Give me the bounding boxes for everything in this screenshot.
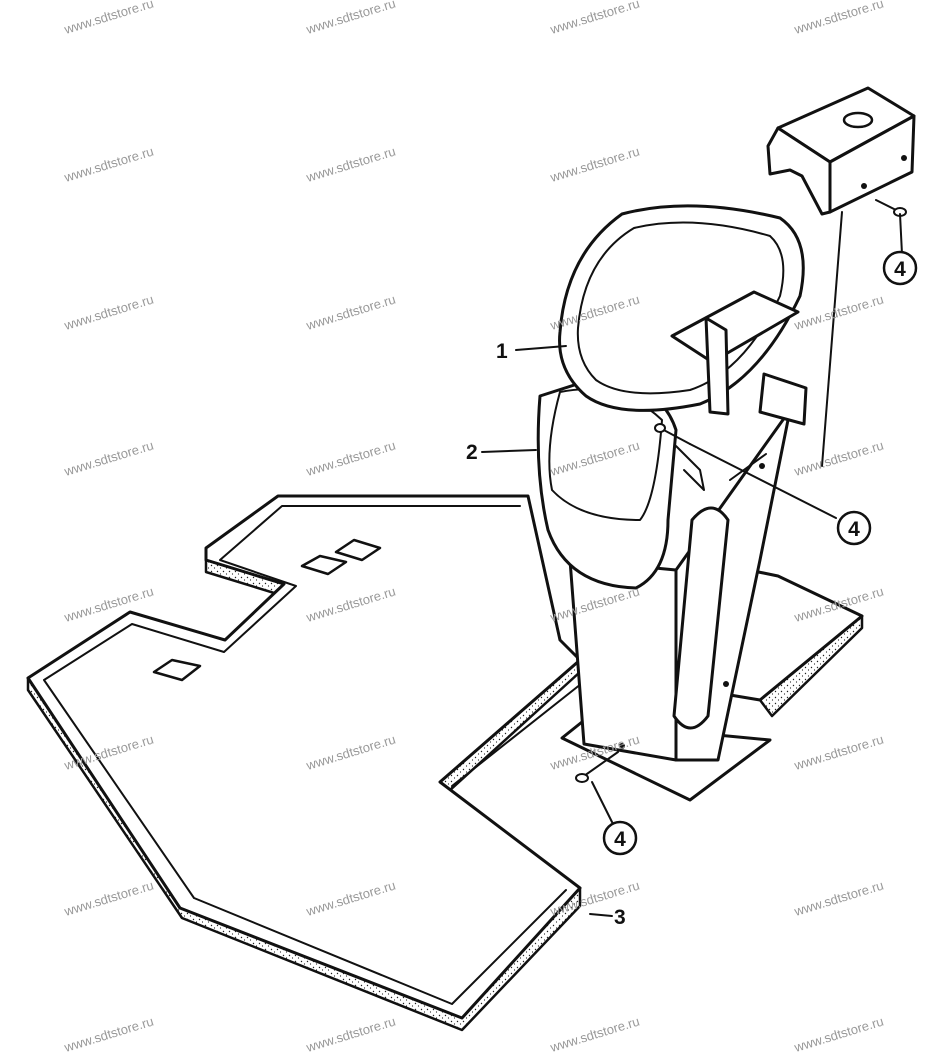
watermark: www.sdtstore.ru (792, 877, 886, 919)
bezel-ring-outer (558, 204, 805, 412)
callout-label-4-middle: 4 (848, 518, 860, 541)
bezel-ring-inner (576, 221, 785, 395)
floor-mat-border (43, 505, 587, 1005)
watermark: www.sdtstore.ru (62, 1013, 156, 1055)
watermark: www.sdtstore.ru (62, 291, 156, 333)
floor-mat (26, 494, 587, 1032)
floor-mat-top (26, 494, 582, 1020)
leader-lines (481, 213, 903, 917)
top-cover-side (828, 114, 916, 214)
top-cover-front (766, 126, 832, 216)
callout-4-bottom: 4 (602, 820, 638, 856)
top-cover (766, 86, 916, 467)
callout-4-top: 4 (882, 250, 918, 286)
watermark: www.sdtstore.ru (304, 0, 398, 37)
watermark: www.sdtstore.ru (304, 291, 398, 333)
watermark: www.sdtstore.ru (304, 437, 398, 479)
watermark: www.sdtstore.ru (548, 143, 642, 185)
pedestal-bracket (670, 290, 808, 491)
callout-label-3: 3 (614, 906, 626, 929)
watermark: www.sdtstore.ru (792, 731, 886, 773)
callout-label-1: 1 (496, 340, 508, 363)
screw-bottom (575, 751, 619, 783)
screw-middle (654, 423, 691, 445)
pedestal-column (560, 408, 792, 802)
watermark: www.sdtstore.ru (304, 143, 398, 185)
watermark: www.sdtstore.ru (304, 1013, 398, 1055)
watermark: www.sdtstore.ru (62, 437, 156, 479)
watermark: www.sdtstore.ru (62, 877, 156, 919)
bezel-ring (558, 204, 805, 412)
watermark: www.sdtstore.ru (62, 143, 156, 185)
watermark: www.sdtstore.ru (792, 291, 886, 333)
top-cover-hole (842, 111, 874, 129)
floor-mat-cutouts (152, 538, 382, 682)
pedestal-slot (672, 506, 730, 730)
watermark: www.sdtstore.ru (548, 1013, 642, 1055)
callout-label-4-bottom: 4 (614, 828, 626, 851)
watermark: www.sdtstore.ru (792, 0, 886, 37)
callout-label-2: 2 (466, 441, 478, 464)
watermark: www.sdtstore.ru (548, 0, 642, 37)
watermark: www.sdtstore.ru (792, 1013, 886, 1055)
watermark: www.sdtstore.ru (62, 0, 156, 37)
callout-label-4-top: 4 (894, 258, 906, 281)
callout-4-middle: 4 (836, 510, 872, 546)
screw-top (875, 199, 907, 217)
watermark: www.sdtstore.ru (792, 437, 886, 479)
